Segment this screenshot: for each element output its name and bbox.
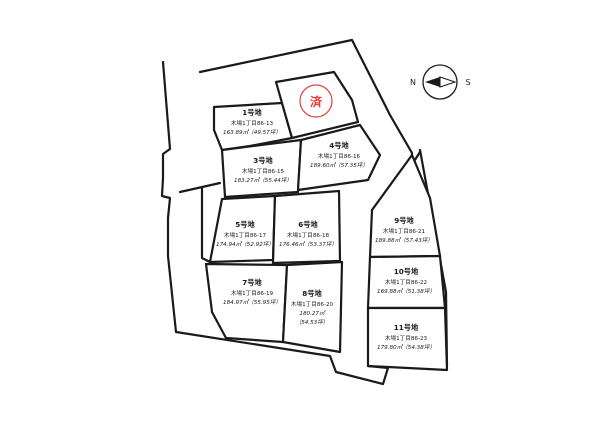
lot-3-address: 木場1丁目86-15 xyxy=(242,167,285,175)
lot-9-name: 9号地 xyxy=(394,216,414,225)
lot-1-name: 1号地 xyxy=(242,108,262,117)
lot-5-address: 木場1丁目86-17 xyxy=(224,231,267,239)
lot-6[interactable]: 6号地 木場1丁目86-18 176.46㎡（53.37坪） xyxy=(271,189,342,265)
lot-11[interactable]: 11号地 木場1丁目86-23 179.80㎡（54.38坪） xyxy=(366,306,449,372)
lot-6-name: 6号地 xyxy=(298,220,318,229)
lot-9-outline[interactable] xyxy=(368,153,442,259)
lot-8-address: 木場1丁目86-20 xyxy=(291,300,334,308)
lot-3-outline[interactable] xyxy=(220,138,303,199)
lot-11-area: 179.80㎡（54.38坪） xyxy=(377,344,435,351)
compass-needle-south-icon xyxy=(439,76,457,88)
lot-5[interactable]: 5号地 木場1丁目86-17 174.94㎡（52.92坪） xyxy=(208,194,277,264)
lot-4-name: 4号地 xyxy=(329,141,349,150)
lot-1-address: 木場1丁目86-13 xyxy=(231,119,274,127)
lot-6-address: 木場1丁目86-18 xyxy=(287,231,330,239)
compass-south-label: S xyxy=(465,78,470,87)
sold-stamp-text: 済 xyxy=(310,94,323,109)
lot-10-address: 木場1丁目86-22 xyxy=(385,278,427,286)
lot-3-area: 183.27㎡（55.44坪） xyxy=(234,177,292,184)
lot-11-outline[interactable] xyxy=(366,306,449,372)
lot-8-area: 180.27㎡ xyxy=(299,310,326,317)
lot-8[interactable]: 8号地 木場1丁目86-20 180.27㎡ （54.53坪） xyxy=(281,260,344,354)
sold-stamp-ring xyxy=(299,84,333,118)
lot-10-name: 10号地 xyxy=(394,267,419,276)
lot-10[interactable]: 10号地 木場1丁目86-22 169.88㎡（51.38坪） xyxy=(366,254,447,310)
lot-6-outline[interactable] xyxy=(271,189,342,265)
lot-10-area: 169.88㎡（51.38坪） xyxy=(377,288,435,295)
compass-needle-north-icon xyxy=(425,77,440,87)
lot-4-area: 189.60㎡（57.35坪） xyxy=(310,162,368,169)
lot-9-address: 木場1丁目86-21 xyxy=(383,227,426,235)
road-stub-mid xyxy=(200,186,212,264)
lot-5-name: 5号地 xyxy=(235,220,255,229)
compass-north-label: N xyxy=(410,78,416,87)
lot-11-address: 木場1丁目86-23 xyxy=(385,334,428,342)
lot-9-area: 189.88㎡（57.43坪） xyxy=(375,237,433,244)
lot-3-name: 3号地 xyxy=(253,156,273,165)
lot-1-area: 163.89㎡（49.57坪） xyxy=(223,129,281,136)
lot-7-name: 7号地 xyxy=(242,278,262,287)
lot-6-area: 176.46㎡（53.37坪） xyxy=(279,241,337,248)
lot-8-area-tsubo: （54.53坪） xyxy=(296,319,329,326)
lot-4-address: 木場1丁目86-16 xyxy=(318,152,361,160)
lot-5-outline[interactable] xyxy=(208,194,277,264)
lot-11-name: 11号地 xyxy=(394,323,419,332)
lot-7[interactable]: 7号地 木場1丁目86-19 184.97㎡（55.95坪） xyxy=(204,262,289,344)
road-stub-upper xyxy=(178,181,222,194)
lot-9[interactable]: 9号地 木場1丁目86-21 189.88㎡（57.43坪） xyxy=(368,153,442,259)
lot-3[interactable]: 3号地 木場1丁目86-15 183.27㎡（55.44坪） xyxy=(220,138,303,199)
compass: N S xyxy=(410,64,471,100)
lot-4-outline[interactable] xyxy=(296,123,382,192)
lot-5-area: 174.94㎡（52.92坪） xyxy=(216,241,274,248)
lot-8-outline[interactable] xyxy=(281,260,344,354)
sold-stamp: 済 xyxy=(299,84,333,118)
lot-8-name: 8号地 xyxy=(302,289,322,298)
road-outline-left xyxy=(160,60,390,386)
lot-7-outline[interactable] xyxy=(204,262,289,344)
lot-4[interactable]: 4号地 木場1丁目86-16 189.60㎡（57.35坪） xyxy=(296,123,382,192)
lot-7-area: 184.97㎡（55.95坪） xyxy=(223,299,281,306)
lot-7-address: 木場1丁目86-19 xyxy=(231,289,274,297)
